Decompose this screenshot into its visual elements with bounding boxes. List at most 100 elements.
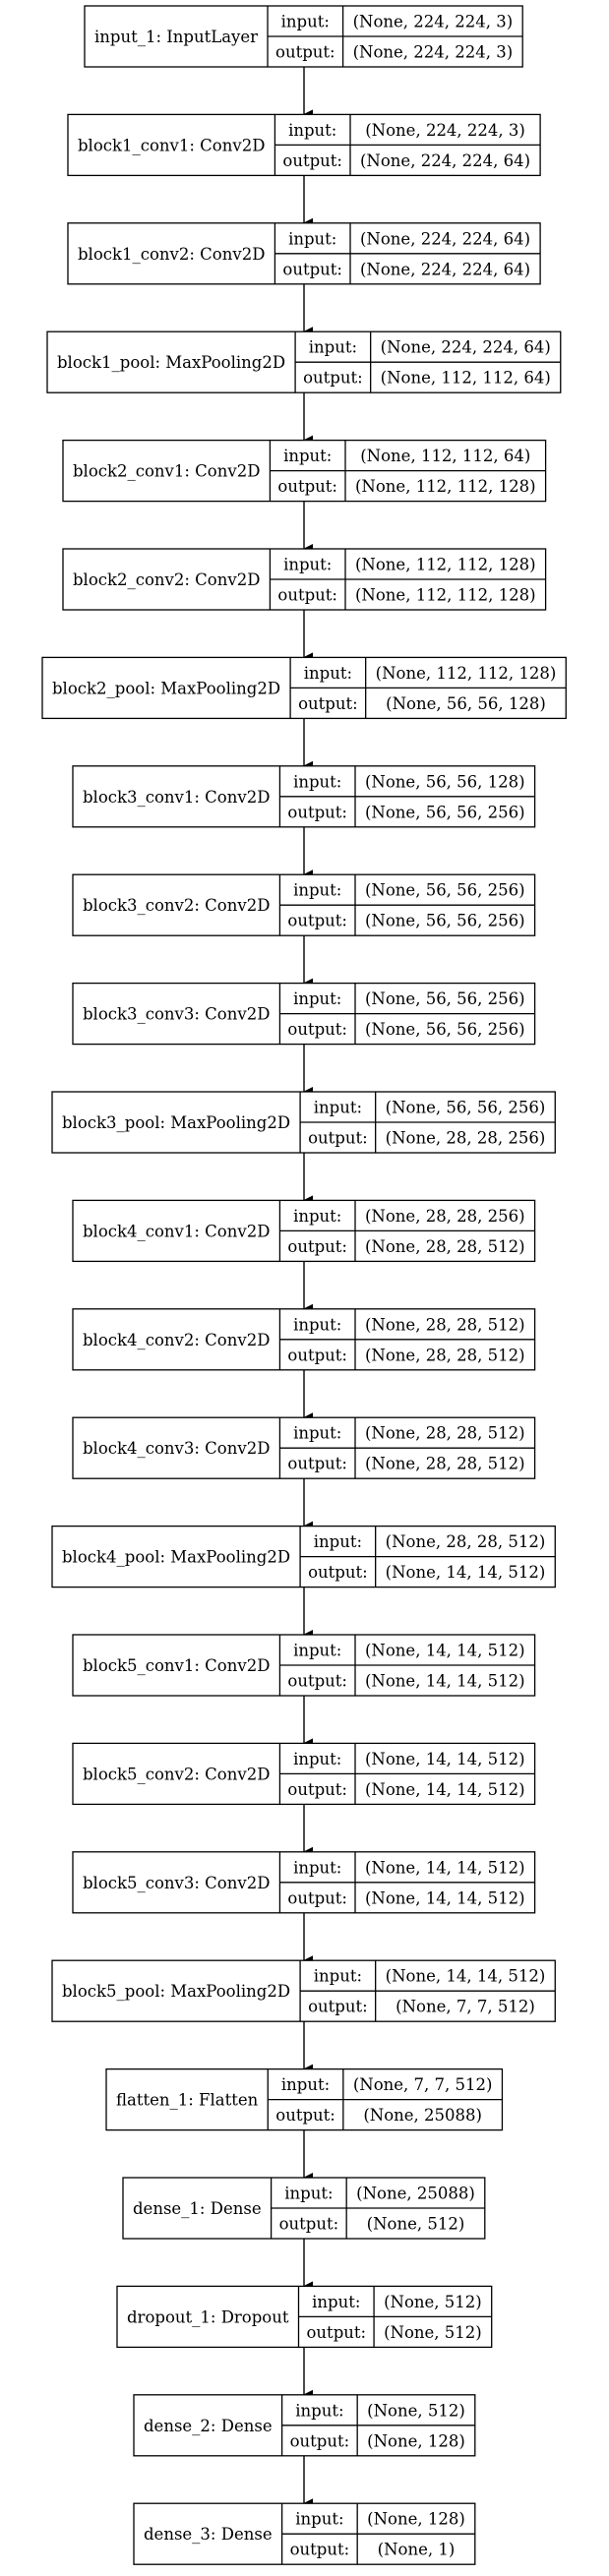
layer-node: block3_conv2: Conv2Dinput:output:(None, … xyxy=(72,873,536,936)
layer-name: block2_pool: MaxPooling2D xyxy=(52,679,280,697)
output-shape: (None, 224, 224, 3) xyxy=(353,43,514,62)
output-label: output: xyxy=(303,369,363,388)
input-label: input: xyxy=(288,121,336,140)
input-shape: (None, 56, 56, 128) xyxy=(365,772,525,791)
input-shape: (None, 112, 112, 64) xyxy=(360,447,530,465)
input-shape: (None, 512) xyxy=(384,2293,482,2311)
layer-name: block5_pool: MaxPooling2D xyxy=(62,1982,290,2001)
input-label: input: xyxy=(281,2075,330,2094)
layer-name: block4_conv3: Conv2D xyxy=(83,1439,270,1458)
output-shape: (None, 7, 7, 512) xyxy=(396,1998,535,2016)
input-label: input: xyxy=(293,881,341,900)
layer-name: block3_conv1: Conv2D xyxy=(83,788,270,807)
layer-node: block5_conv3: Conv2D input: output: (None, … xyxy=(72,1851,536,1914)
output-label: output: xyxy=(307,2323,367,2342)
input-label: input: xyxy=(283,447,332,465)
output-label: output: xyxy=(282,260,342,278)
layer-node: block1_conv2: Conv2Dinput:output:(None, … xyxy=(67,222,541,285)
input-shape: (None, 112, 112, 128) xyxy=(376,664,557,683)
input-shape: (None, 14, 14, 512) xyxy=(365,1858,525,1877)
output-shape: (None, 112, 112, 128) xyxy=(355,586,536,605)
input-shape: (None, 28, 28, 512) xyxy=(365,1315,525,1334)
output-label: output: xyxy=(282,151,342,170)
nodes-group: input_1: InputLayer input: output: (None, 2… xyxy=(41,5,567,2565)
input-label: input: xyxy=(314,1967,362,1986)
input-label: input: xyxy=(309,338,357,357)
output-label: output: xyxy=(287,1455,347,1473)
layer-name: block3_conv2: Conv2D xyxy=(83,896,270,915)
output-label: output: xyxy=(290,2541,350,2559)
layer-node: block4_conv3: Conv2D input: output: (None, … xyxy=(72,1416,536,1479)
layer-name: dropout_1: Dropout xyxy=(127,2307,289,2326)
layer-name: block1_pool: MaxPooling2D xyxy=(57,353,285,372)
output-shape: (None, 224, 224, 64) xyxy=(360,151,530,170)
output-shape: (None, 56, 56, 128) xyxy=(386,694,546,713)
output-label: output: xyxy=(279,2215,339,2234)
layer-name: block5_conv2: Conv2D xyxy=(83,1765,270,1783)
output-label: output: xyxy=(275,43,335,62)
output-label: output: xyxy=(287,1020,347,1039)
input-shape: (None, 25088) xyxy=(356,2185,475,2203)
input-label: input: xyxy=(295,2510,343,2529)
output-label: output: xyxy=(308,1998,368,2016)
layer-name: dense_2: Dense xyxy=(144,2417,273,2435)
output-shape: (None, 14, 14, 512) xyxy=(386,1563,546,1582)
input-label: input: xyxy=(293,1207,341,1226)
output-shape: (None, 512) xyxy=(384,2323,482,2342)
layer-name: input_1: InputLayer xyxy=(94,28,258,46)
output-shape: (None, 28, 28, 512) xyxy=(365,1237,525,1256)
layer-node: block4_conv1: Conv2D input: output: (None, … xyxy=(72,1199,536,1263)
output-label: output: xyxy=(277,586,337,605)
input-label: input: xyxy=(293,1750,341,1768)
output-label: output: xyxy=(287,803,347,821)
input-shape: (None, 112, 112, 128) xyxy=(355,556,536,574)
input-label: input: xyxy=(288,229,336,248)
output-shape: (None, 28, 28, 512) xyxy=(365,1346,525,1364)
layer-name: block4_conv2: Conv2D xyxy=(83,1331,270,1349)
output-label: output: xyxy=(287,1672,347,1691)
layer-node: block3_conv1: Conv2Dinput:output:(None, … xyxy=(72,765,536,828)
layer-node: block5_conv2: Conv2Dinput:output:(None, … xyxy=(72,1742,536,1806)
input-label: input: xyxy=(284,2185,333,2203)
input-label: input: xyxy=(293,1642,341,1660)
layer-name: block5_conv3: Conv2D xyxy=(83,1874,270,1892)
layer-node: block2_pool: MaxPooling2Dinput:output:(N… xyxy=(41,656,567,720)
input-label: input: xyxy=(293,1858,341,1877)
layer-node: block2_conv1: Conv2Dinput:output:(None, … xyxy=(62,439,547,503)
input-label: input: xyxy=(281,13,330,31)
output-label: output: xyxy=(287,1346,347,1364)
input-label: input: xyxy=(293,1315,341,1334)
layer-name: block5_conv1: Conv2D xyxy=(83,1656,270,1675)
output-shape: (None, 512) xyxy=(367,2215,465,2234)
input-shape: (None, 512) xyxy=(367,2401,465,2420)
layer-name: block4_pool: MaxPooling2D xyxy=(62,1548,290,1567)
input-shape: (None, 7, 7, 512) xyxy=(353,2075,493,2094)
output-shape: (None, 128) xyxy=(367,2431,465,2450)
input-label: input: xyxy=(314,1532,362,1551)
layer-node: block1_conv1: Conv2Dinput:output:(None, … xyxy=(67,113,541,177)
layer-node: block5_pool: MaxPooling2D input: output: (N… xyxy=(51,1959,556,2022)
input-shape: (None, 224, 224, 3) xyxy=(365,121,525,140)
layer-node: block4_conv2: Conv2D input: output: (None, … xyxy=(72,1308,536,1371)
layer-name: block1_conv2: Conv2D xyxy=(78,245,265,264)
layer-node: block3_pool: MaxPooling2Dinput:output:(N… xyxy=(51,1091,556,1154)
input-label: input: xyxy=(312,2293,360,2311)
input-label: input: xyxy=(283,556,332,574)
input-label: input: xyxy=(293,1424,341,1443)
layer-node: block1_pool: MaxPooling2D input: output: (N… xyxy=(46,330,562,393)
output-label: output: xyxy=(287,1237,347,1256)
input-shape: (None, 224, 224, 3) xyxy=(353,13,514,31)
output-shape: (None, 28, 28, 512) xyxy=(365,1455,525,1473)
input-shape: (None, 56, 56, 256) xyxy=(365,881,525,900)
output-label: output: xyxy=(287,1888,347,1907)
output-shape: (None, 56, 56, 256) xyxy=(365,1020,525,1039)
output-label: output: xyxy=(275,2106,335,2125)
layer-node: dropout_1: Dropout input: output: (None, 51… xyxy=(116,2285,493,2349)
input-shape: (None, 224, 224, 64) xyxy=(381,338,551,357)
input-shape: (None, 56, 56, 256) xyxy=(386,1099,546,1117)
input-shape: (None, 28, 28, 512) xyxy=(365,1424,525,1443)
layer-node: block2_conv2: Conv2Dinput:output:(None, … xyxy=(62,548,547,611)
layer-name: block4_conv1: Conv2D xyxy=(83,1222,270,1240)
